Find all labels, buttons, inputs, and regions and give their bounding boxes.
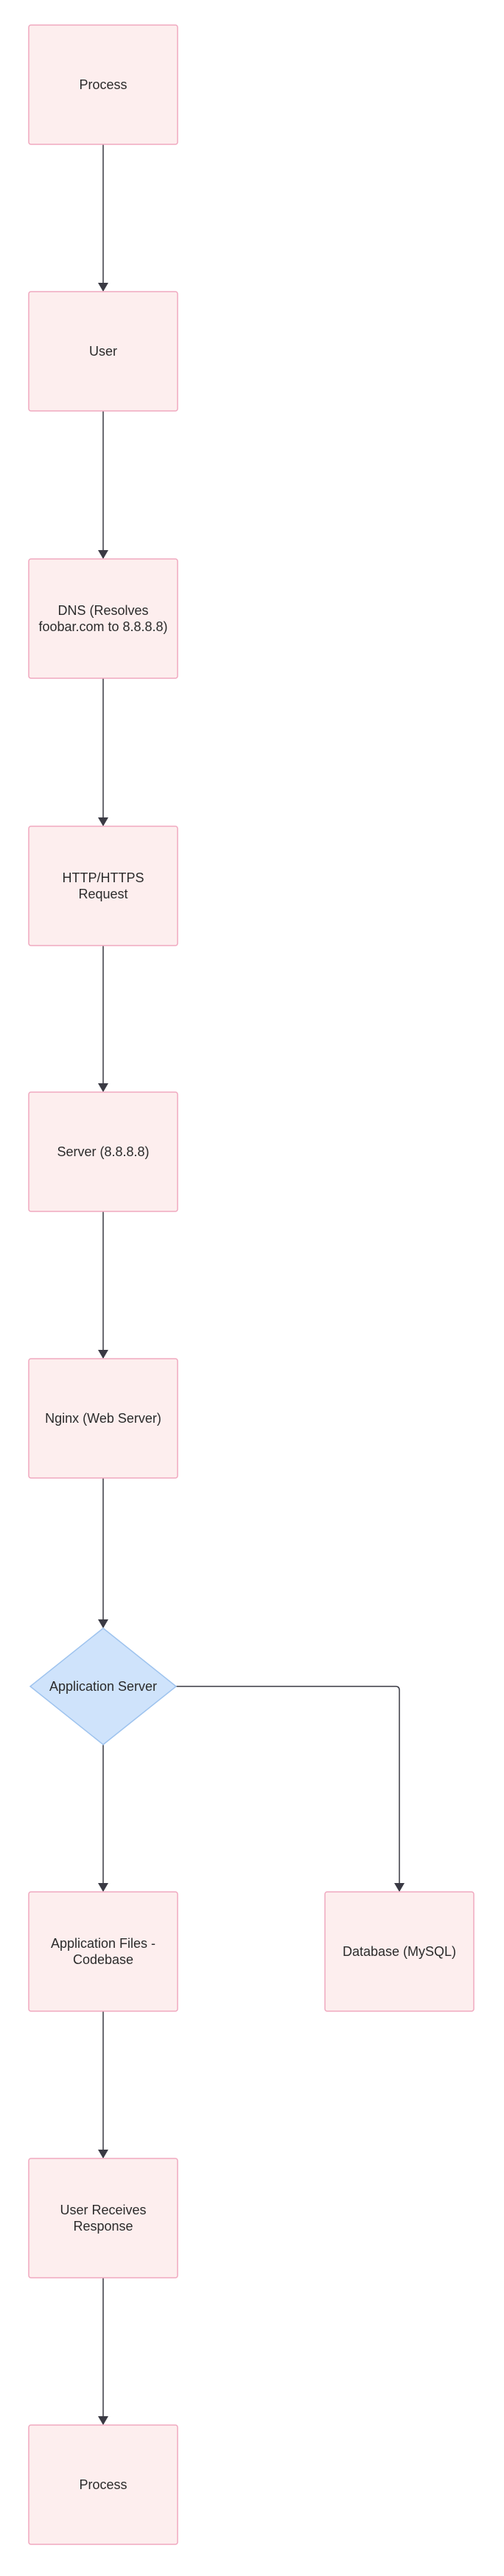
process-box <box>28 1091 178 1212</box>
node-label: Application Files - <box>51 1936 155 1951</box>
node-label: Codebase <box>73 1952 133 1967</box>
process-box <box>28 826 178 946</box>
node-label: Database (MySQL) <box>343 1944 456 1959</box>
node-label: DNS (Resolves <box>57 603 148 618</box>
node-label: Application Server <box>49 1679 157 1694</box>
node-process-start[interactable]: Process <box>28 24 178 145</box>
node-label: User <box>89 344 117 359</box>
decision-diamond <box>29 1627 178 1745</box>
node-app-files[interactable]: Application Files -Codebase <box>28 1891 178 2012</box>
node-label: Server (8.8.8.8) <box>57 1144 149 1159</box>
node-label: Request <box>78 887 127 901</box>
node-label: HTTP/HTTPS <box>63 870 144 885</box>
node-label: Response <box>73 2219 133 2234</box>
process-box <box>28 1891 178 2012</box>
node-process-end[interactable]: Process <box>28 2424 178 2545</box>
process-box <box>28 2424 178 2545</box>
node-database[interactable]: Database (MySQL) <box>324 1891 475 2012</box>
edges-layer <box>98 144 405 2425</box>
node-label: Process <box>79 2477 127 2492</box>
node-label: Process <box>79 77 127 92</box>
node-label: User Receives <box>60 2203 146 2217</box>
node-http-request[interactable]: HTTP/HTTPS Request <box>28 826 178 946</box>
node-label: foobar.com to 8.8.8.8) <box>38 619 167 634</box>
node-app-server[interactable]: Application Server <box>29 1627 178 1745</box>
node-nginx[interactable]: Nginx (Web Server) <box>28 1358 178 1479</box>
edge-app-server-to-database <box>176 1686 405 1892</box>
process-box <box>28 24 178 145</box>
process-box <box>28 291 178 412</box>
process-box <box>28 1358 178 1479</box>
process-box <box>28 558 178 679</box>
node-server[interactable]: Server (8.8.8.8) <box>28 1091 178 1212</box>
node-user[interactable]: User <box>28 291 178 412</box>
process-box <box>324 1891 475 2012</box>
process-box <box>28 2158 178 2278</box>
node-label: Nginx (Web Server) <box>45 1411 161 1426</box>
